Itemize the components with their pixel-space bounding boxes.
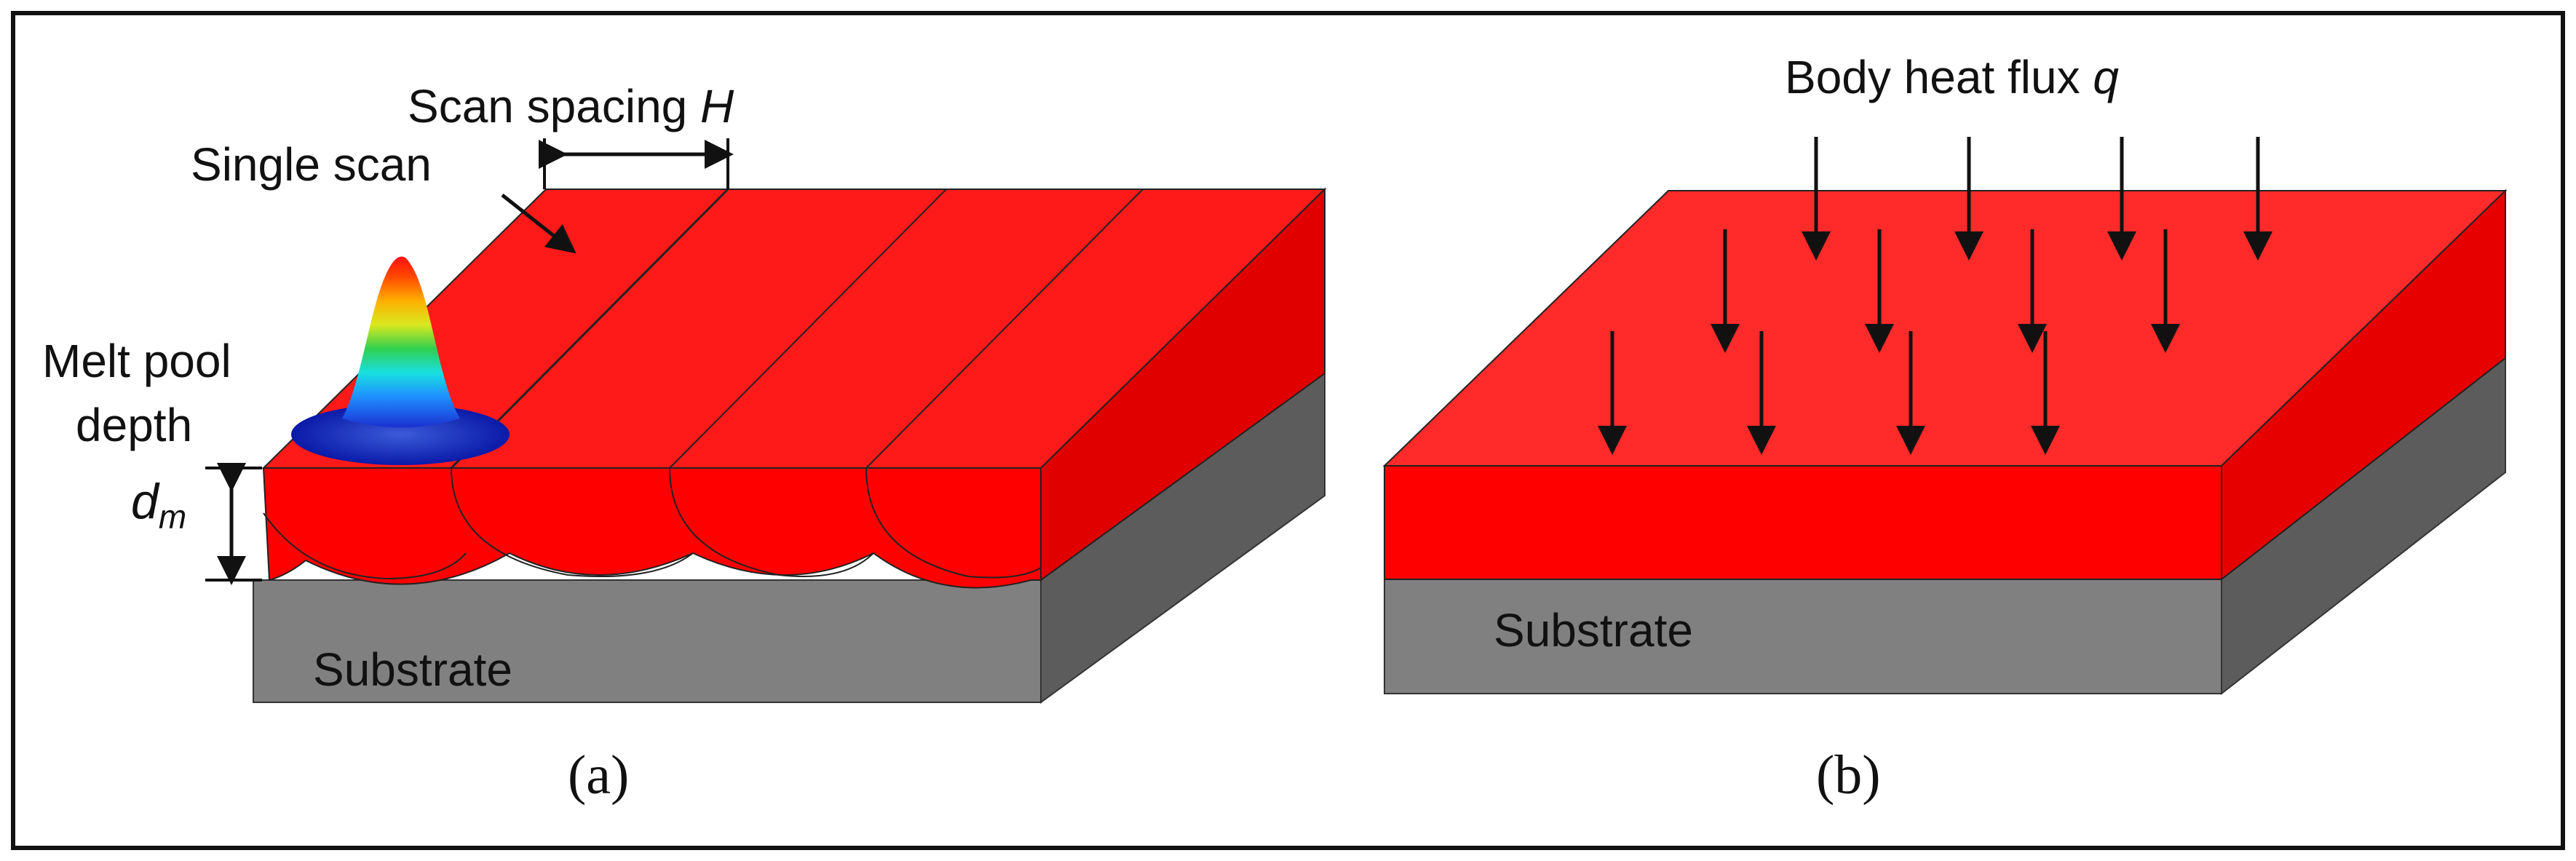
panel-a-substrate-label: Substrate [313, 643, 512, 696]
melt-pool-arc-4 [865, 467, 1042, 579]
melt-pool-label-line1: Melt pool [42, 335, 231, 387]
melt-pool-arc-2 [451, 467, 694, 577]
depth-symbol: dm [131, 474, 186, 536]
panel-a: Scan spacing H Single scan Melt pool dep… [42, 80, 1327, 806]
gaussian-peak [342, 256, 460, 428]
melt-pool-arc-3 [669, 467, 874, 577]
melt-pool-arc-1 [263, 512, 467, 580]
panel-b-caption: (b) [1816, 745, 1881, 806]
single-scan-arrow [501, 194, 576, 254]
heat-flux-arrows [1598, 137, 2272, 455]
panel-a-layer-front [262, 467, 1042, 589]
melt-pool-label-line2: depth [76, 399, 192, 451]
panel-b-layer-front [1384, 465, 2222, 580]
single-scan-label: Single scan [191, 138, 432, 191]
scan-spacing-label: Scan spacing H [408, 80, 734, 132]
gaussian-heat-source [291, 256, 510, 465]
panel-b-substrate-label: Substrate [1494, 604, 1693, 656]
figure-frame [11, 11, 2565, 850]
panel-a-caption: (a) [568, 745, 629, 806]
scan-track-line-3 [865, 189, 1144, 469]
panel-b: Body heat flux q Substrate (b) [1382, 51, 2508, 806]
heat-flux-label: Body heat flux q [1785, 51, 2119, 103]
scan-track-line-2 [669, 189, 947, 469]
